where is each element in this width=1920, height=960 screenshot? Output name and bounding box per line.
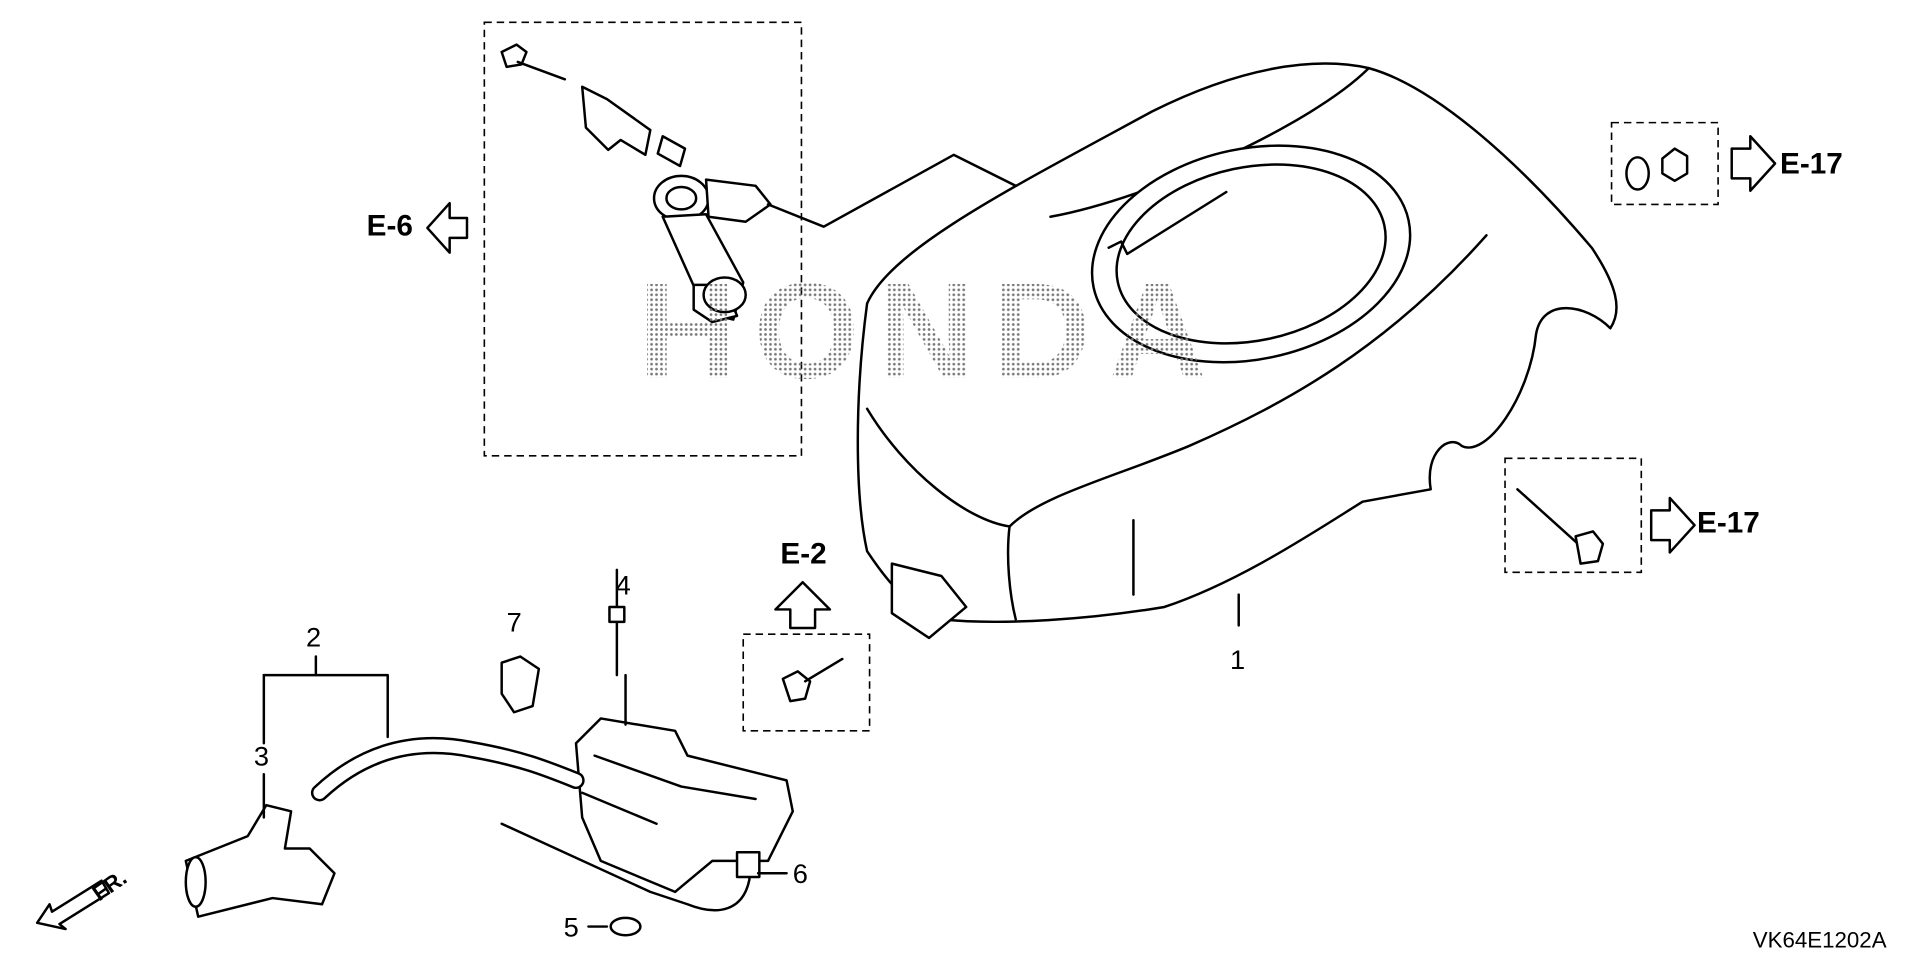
bolt-icon (1516, 488, 1581, 547)
arrow-left-icon (426, 201, 469, 254)
clip-7 (500, 655, 541, 714)
fan-cover[interactable] (856, 62, 1618, 640)
washer-5[interactable] (609, 916, 642, 937)
front-arrow-icon (35, 879, 111, 931)
callout-3: 3 (254, 741, 269, 772)
ref-e2-label[interactable]: E-2 (780, 538, 826, 571)
callout-6: 6 (793, 858, 808, 889)
bolt-e2-group-box (742, 633, 871, 732)
callout-5: 5 (564, 911, 579, 942)
callout-leader-2 (262, 673, 389, 739)
callout-4: 4 (616, 570, 631, 601)
washer-icon (1625, 156, 1650, 191)
arrow-up-icon (774, 580, 832, 630)
ref-e17-top-label[interactable]: E-17 (1780, 147, 1843, 180)
arrow-right-icon (1649, 496, 1696, 554)
callout-1: 1 (1230, 644, 1245, 675)
bolt-icon (781, 670, 812, 703)
ignition-coil[interactable] (500, 568, 795, 894)
high-tension-cord[interactable] (310, 736, 585, 802)
nut-washer-group-box (1610, 121, 1719, 206)
callout-2: 2 (306, 622, 321, 653)
spark-plug-cap[interactable] (184, 803, 336, 918)
bolt-group-box (1504, 457, 1643, 574)
dipstick-tube[interactable] (500, 43, 1055, 324)
nut-icon (1661, 147, 1689, 183)
ground-wire[interactable] (500, 822, 761, 912)
ref-e6-label[interactable]: E-6 (367, 209, 413, 242)
callout-7: 7 (507, 607, 522, 638)
arrow-right-icon (1730, 135, 1777, 193)
ref-e17-bottom-label[interactable]: E-17 (1697, 507, 1760, 540)
dipstick-group-box (483, 21, 803, 457)
diagram-code: VK64E1202A (1753, 928, 1887, 953)
